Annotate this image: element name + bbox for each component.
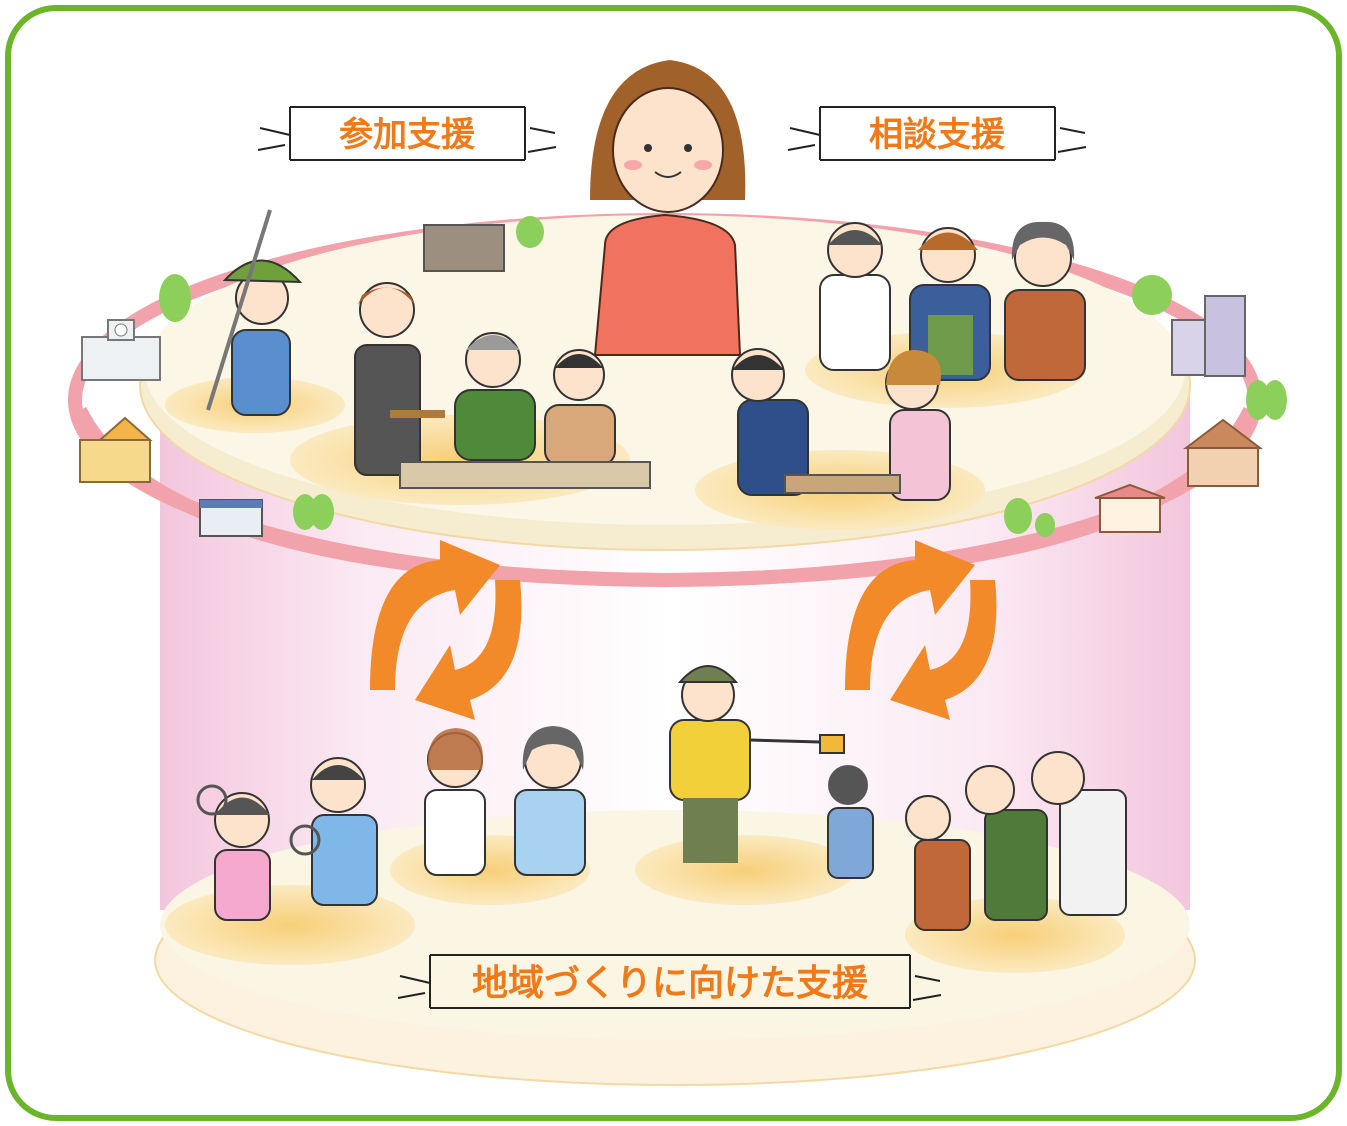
schoolchild-icon: [827, 765, 874, 879]
house-icon: [79, 416, 153, 483]
tree-icon: [159, 216, 1287, 537]
cycle-arrows-right: [845, 540, 997, 720]
table: [399, 461, 651, 489]
crossing-guard-icon: [669, 665, 845, 863]
participation-support-text: 参加支援: [339, 115, 476, 155]
building-icon: [423, 224, 505, 272]
building-icon: [199, 499, 263, 537]
badminton-boy-icon: [289, 757, 378, 906]
cafe-staff-icon: [354, 282, 445, 476]
building-icon: [1171, 295, 1246, 377]
boy-icon: [544, 349, 616, 466]
doctor-icon: [819, 222, 891, 371]
consultation-support-label: 相談支援: [787, 106, 1087, 161]
exercising-seniors-icon: [905, 751, 1127, 931]
chatting-women-icon: [424, 726, 586, 876]
badminton-girl-icon: [196, 784, 271, 921]
woman-center-icon: [590, 60, 746, 356]
desk: [784, 474, 901, 494]
community-support-text: 地域づくりに向けた支援: [472, 963, 869, 1004]
elderly-man-icon: [454, 332, 536, 461]
woman-counselor-icon: [1004, 221, 1086, 381]
house-icon: [1094, 483, 1166, 533]
house-icon: [1183, 418, 1263, 487]
community-support-label: 地域づくりに向けた支援: [397, 954, 942, 1009]
farmer-icon: [206, 209, 303, 416]
counselor-icon: [885, 350, 951, 501]
building-icon: [81, 319, 161, 381]
participation-support-label: 参加支援: [257, 106, 557, 161]
student-desk-icon: [731, 348, 809, 496]
cycle-arrows-left: [370, 540, 522, 720]
consultation-support-text: 相談支援: [869, 115, 1006, 155]
